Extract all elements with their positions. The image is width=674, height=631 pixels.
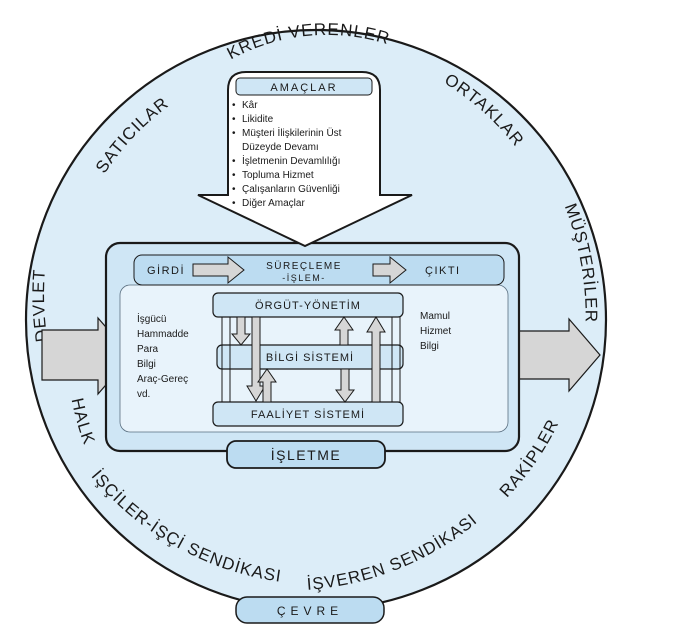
goal-item-text: Müşteri İlişkilerinin Üst — [242, 126, 342, 139]
goal-item: • — [232, 114, 236, 125]
output-arrow — [513, 317, 601, 393]
up-arrow-information-to-management — [334, 316, 354, 346]
input-item: Para — [137, 344, 159, 355]
goals-title-box — [235, 77, 373, 96]
input-item: Hammadde — [137, 329, 189, 340]
goal-item-text: Diğer Amaçlar — [242, 198, 305, 209]
goals-arrow — [197, 71, 413, 248]
process-to-output-arrow — [372, 255, 407, 285]
goal-item-text: Düzeyde Devamı — [242, 142, 319, 153]
down-arrow-management-to-activity — [246, 316, 266, 402]
down-arrow-management-to-information — [230, 316, 252, 346]
goal-item: • — [232, 184, 236, 195]
outputs-list: Mamul Hizmet Bilgi — [420, 311, 451, 352]
goal-item: • — [232, 156, 236, 167]
management-label: ÖRGÜT-YÖNETİM — [255, 299, 361, 312]
process-output-label: ÇIKTI — [425, 265, 461, 277]
input-to-process-arrow — [192, 255, 245, 285]
process-input-label: GİRDİ — [147, 264, 185, 277]
up-arrow-activity-to-management — [366, 316, 386, 403]
goal-item-text: Topluma Hizmet — [242, 170, 314, 181]
management-box — [212, 292, 404, 318]
goal-item: • — [232, 198, 236, 209]
input-item: Bilgi — [137, 359, 156, 370]
enterprise-label-box — [226, 440, 386, 469]
activity-system-label: FAALİYET SİSTEMİ — [251, 408, 365, 421]
goal-item: • — [232, 100, 236, 111]
process-bar — [133, 254, 505, 286]
up-arrow-activity-to-information — [257, 368, 277, 403]
output-item: Bilgi — [420, 341, 439, 352]
goal-item-text: İşletmenin Devamlılığı — [242, 154, 340, 167]
goals-list: • Kâr • Likidite • Müşteri İlişkilerinin… — [232, 100, 342, 209]
environment-tab — [235, 596, 385, 624]
goals-title: AMAÇLAR — [270, 82, 337, 94]
goal-item: • — [232, 170, 236, 181]
process-label-line1: SÜREÇLEME — [266, 260, 342, 272]
process-label-line2: -İŞLEM- — [282, 273, 326, 283]
input-item: İşgücü — [137, 312, 166, 325]
enterprise-label: İŞLETME — [271, 446, 341, 463]
label-government: DEVLET — [29, 268, 52, 343]
input-item: vd. — [137, 389, 150, 400]
goal-item: • — [232, 128, 236, 139]
down-arrow-information-to-activity — [335, 368, 355, 403]
information-system-label: BİLGİ SİSTEMİ — [266, 351, 354, 364]
inputs-list: İşgücü Hammadde Para Bilgi Araç-Gereç vd… — [137, 312, 189, 400]
information-system-box — [216, 344, 404, 370]
environment-tab-label: ÇEVRE — [277, 604, 343, 618]
input-item: Araç-Gereç — [137, 374, 188, 385]
system-connectors — [221, 317, 401, 402]
output-item: Mamul — [420, 311, 450, 322]
goal-item-text: Likidite — [242, 114, 274, 125]
goal-item-text: Kâr — [242, 100, 258, 111]
output-item: Hizmet — [420, 326, 451, 337]
goal-item-text: Çalışanların Güvenliği — [242, 184, 340, 195]
activity-system-box — [212, 401, 404, 427]
